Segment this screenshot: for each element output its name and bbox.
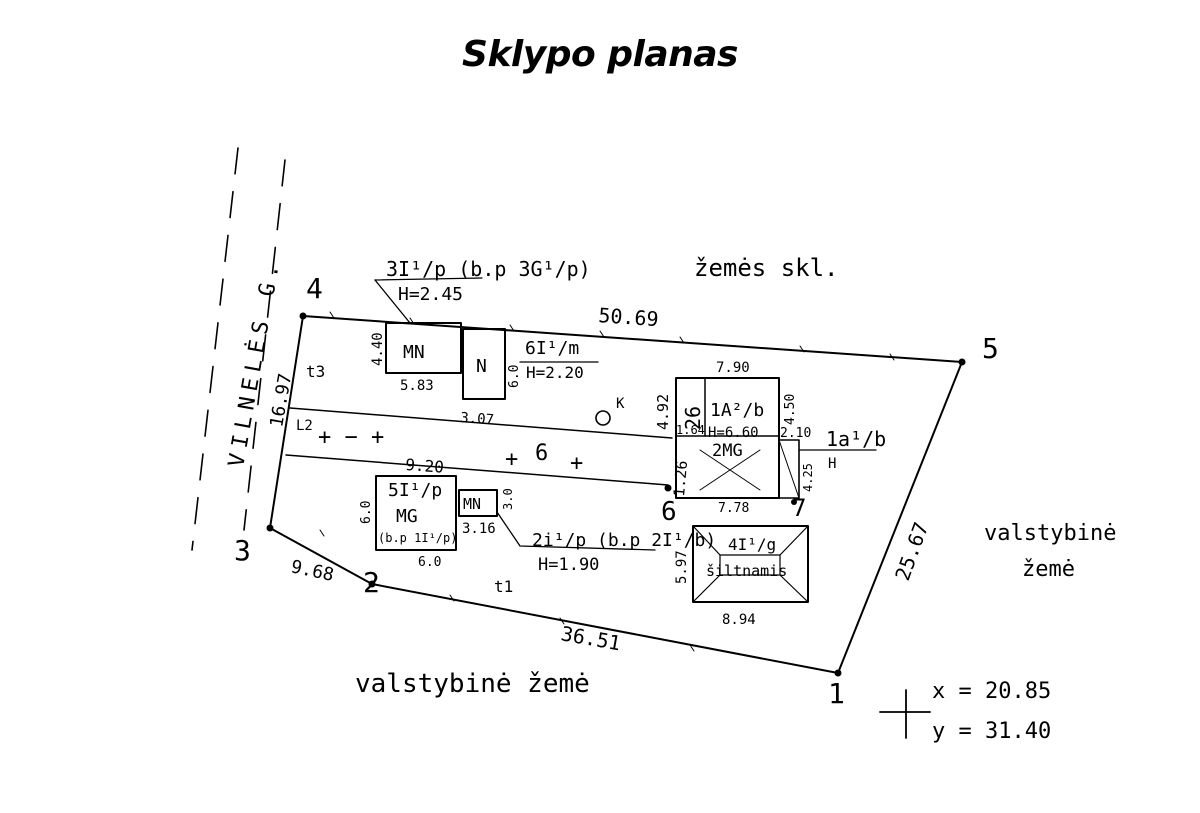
svg-text:5I¹/p: 5I¹/p <box>388 480 442 501</box>
building-1-dim-inner: 1.64 <box>676 423 705 437</box>
building-mn-dim-h: 3.0 <box>501 488 515 510</box>
svg-text:MN: MN <box>403 342 425 363</box>
street-edge-lines <box>191 147 286 551</box>
building-1-house: 1A²/b 26 H=6.60 2MG 7.90 4.92 7.78 1.64 … <box>654 360 798 516</box>
building-3-code: 3I¹/p (b.p 3G¹/p) <box>386 257 591 281</box>
building-1-inside: 2MG <box>712 441 743 461</box>
coord-x: x = 20.85 <box>932 679 1051 704</box>
corner-points <box>266 312 966 677</box>
svg-text:MG: MG <box>396 506 418 527</box>
building-3-depth: 4.40 <box>370 332 386 366</box>
neighbour-bottom: valstybinė žemė <box>355 669 590 699</box>
dim-bottom: 36.51 <box>559 621 622 655</box>
building-5-dim-w: 6.0 <box>418 555 441 570</box>
neighbour-top: žemės skl. <box>694 254 839 282</box>
building-1-height: H=6.60 <box>708 425 759 441</box>
building-1-dim-right: 4.50 <box>783 394 798 425</box>
marker-t3: t3 <box>306 362 325 381</box>
marker-t1: t1 <box>494 577 513 596</box>
corner-7: 7 <box>792 494 806 522</box>
building-1a-dim: 2.10 <box>780 426 811 441</box>
neighbour-right-1: valstybinė <box>984 521 1116 546</box>
building-4-dim-h: 5.97 <box>674 550 690 584</box>
corner-4: 4 <box>306 272 323 305</box>
building-6-n: N 6I¹/m H=2.20 6.0 <box>462 328 599 400</box>
svg-text:MN: MN <box>463 495 481 513</box>
building-1-number: 26 <box>681 406 705 430</box>
svg-text:K: K <box>616 396 625 412</box>
neighbour-right-2: žemė <box>1022 557 1075 582</box>
building-1-code: 1A²/b <box>710 400 764 421</box>
road-plus-1: + <box>505 447 518 472</box>
dim-left: 16.97 <box>266 372 296 429</box>
corner-3: 3 <box>234 534 251 567</box>
boundary-ticks <box>319 311 895 652</box>
coord-y: y = 31.40 <box>932 719 1051 744</box>
corner-1: 1 <box>828 677 845 710</box>
building-2-height: H=1.90 <box>538 555 599 575</box>
dim-inner-road: 9.20 <box>405 455 445 477</box>
building-3-width: 5.83 <box>400 378 434 394</box>
well-marker: K <box>595 396 625 426</box>
building-mn-dim: 3.16 <box>462 521 496 537</box>
building-mn-shed: MN 3.16 3.0 <box>458 488 515 537</box>
marker-l2: L2 <box>296 418 313 434</box>
road-plus-2: + <box>570 451 583 476</box>
street-name: VILNELĖS G. <box>223 256 285 469</box>
building-5-mg: 5I¹/p MG (b.p 1I¹/p) 6.0 6.0 <box>359 475 457 570</box>
corner-6: 6 <box>661 497 677 527</box>
road-marks: + − + <box>318 425 384 450</box>
road-label: 6 <box>535 441 548 466</box>
page-title: Sklypo planas <box>462 34 738 75</box>
building-1a-code: 1a¹/b <box>826 427 886 451</box>
building-5-dim-h: 6.0 <box>359 501 374 524</box>
svg-text:4I¹/g: 4I¹/g <box>728 535 776 554</box>
building-4-dim-w: 8.94 <box>722 612 756 628</box>
building-6-height: H=2.20 <box>526 363 584 382</box>
svg-text:(b.p 1I¹/p): (b.p 1I¹/p) <box>378 531 457 545</box>
corner-2: 2 <box>363 566 380 599</box>
svg-text:N: N <box>476 356 487 377</box>
building-1-dim-top: 7.90 <box>716 360 750 376</box>
building-4-greenhouse: 4I¹/g šiltnamis 8.94 5.97 <box>674 525 809 628</box>
building-1a-sub: H <box>828 456 836 472</box>
building-3-height: H=2.45 <box>398 284 463 305</box>
building-2-label: 2i¹/p (b.p 2I¹/b) H=1.90 <box>496 511 716 575</box>
corner-5: 5 <box>982 332 999 365</box>
svg-text:šiltnamis: šiltnamis <box>706 562 787 580</box>
dim-top: 50.69 <box>598 303 660 331</box>
coordinate-marker: x = 20.85 y = 31.40 <box>879 679 1051 744</box>
plot-boundary <box>269 315 963 674</box>
building-6-code: 6I¹/m <box>525 338 579 359</box>
dim-1-26: 1.26 <box>670 460 691 498</box>
building-1a-dim-h: 4.25 <box>801 463 815 492</box>
building-1-dim-left: 4.92 <box>654 394 672 430</box>
building-3-mn: MN 3I¹/p (b.p 3G¹/p) H=2.45 5.83 4.40 <box>370 257 591 394</box>
internal-road <box>285 407 673 486</box>
building-1a-annex: 1a¹/b H 2.10 4.25 <box>778 426 886 499</box>
svg-text:2i¹/p (b.p 2I¹/b): 2i¹/p (b.p 2I¹/b) <box>532 530 716 551</box>
building-1-dim-bottom: 7.78 <box>718 501 749 516</box>
dim-road-top: 3.07 <box>460 410 495 428</box>
building-6-dim: 6.0 <box>507 365 522 388</box>
